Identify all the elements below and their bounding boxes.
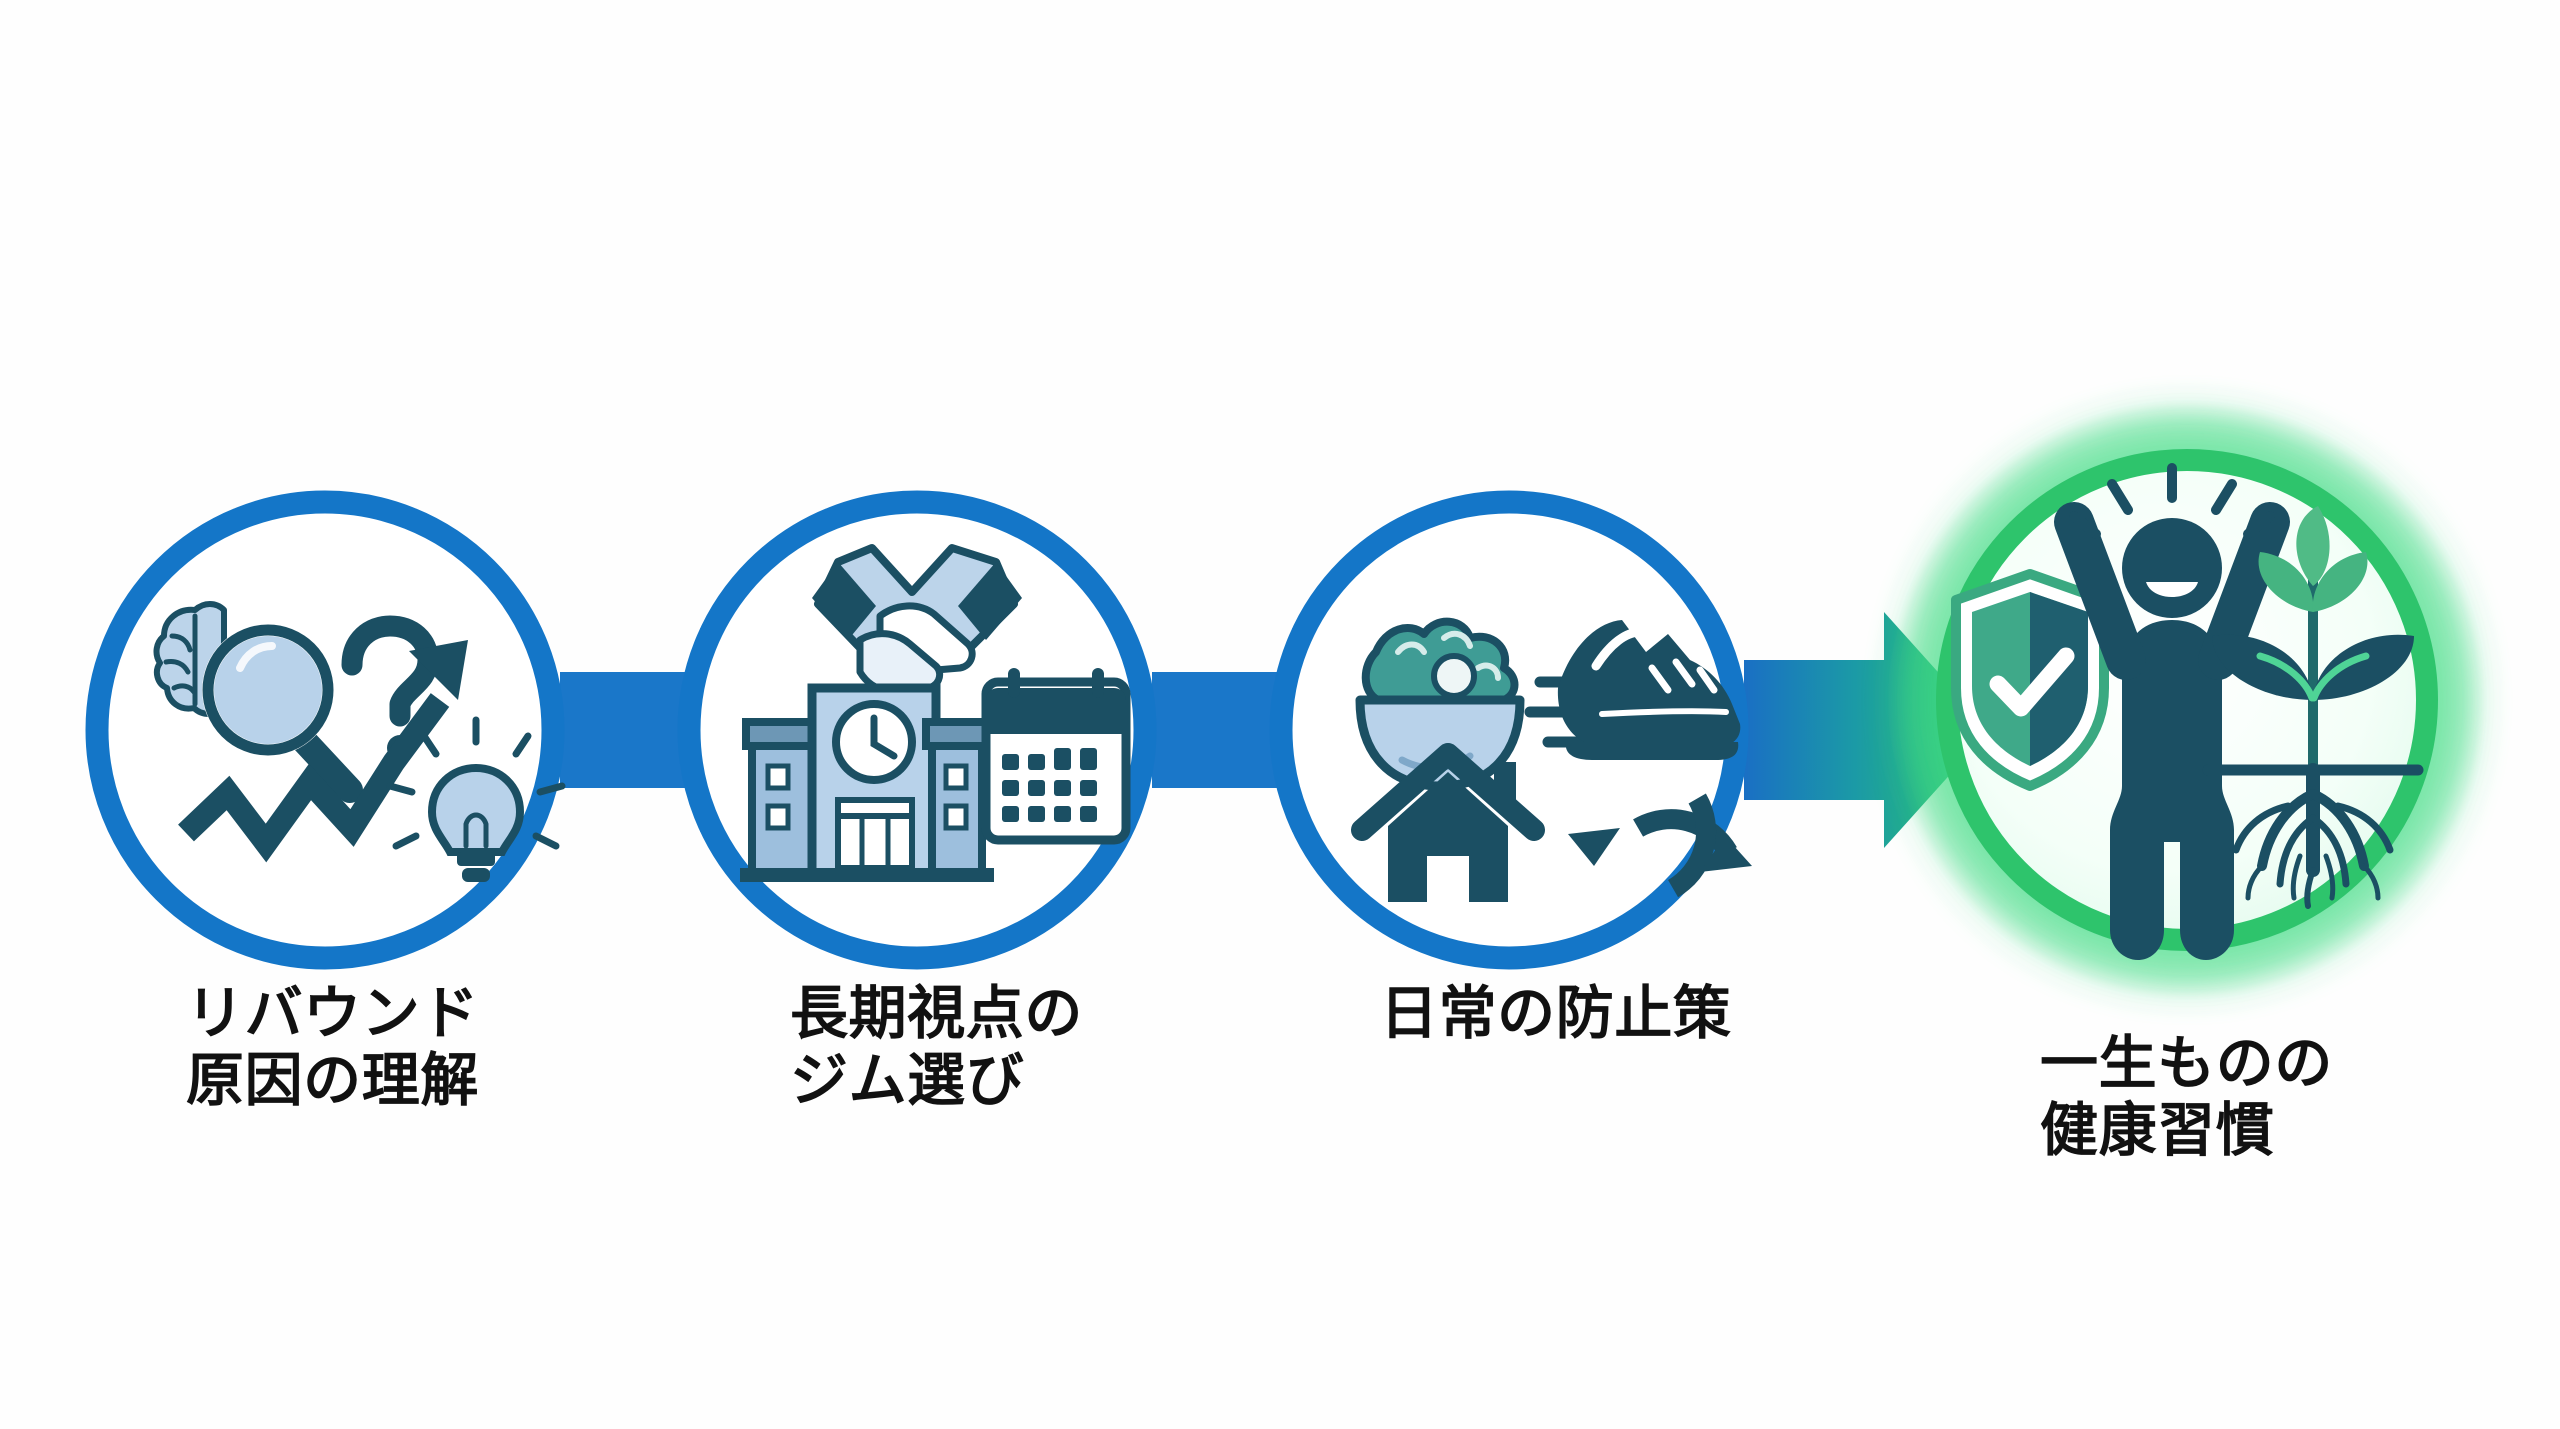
refresh-cycle-icon	[1568, 793, 1752, 898]
magnifying-glass-icon	[202, 624, 363, 803]
plant-with-roots-icon	[2202, 506, 2424, 909]
gym-building-icon	[740, 683, 994, 882]
step-4-node[interactable]	[1936, 449, 2438, 960]
step-3-node[interactable]	[1269, 490, 1752, 970]
running-shoe-icon	[1557, 620, 1741, 760]
step-2-label: 長期視点の ジム選び	[790, 979, 1083, 1115]
step-1-ring	[85, 490, 565, 970]
step-1-label: リバウンド 原因の理解	[186, 979, 479, 1115]
trend-arrow-up-icon	[178, 640, 468, 863]
lightbulb-icon	[386, 716, 566, 882]
calendar-icon	[981, 668, 1131, 845]
step-1-node[interactable]	[85, 490, 566, 970]
handshake-icon	[812, 544, 1022, 694]
step-4-label: 一生ものの 健康習慣	[2040, 1029, 2333, 1165]
house-icon	[1351, 743, 1545, 902]
step-2-node[interactable]	[677, 490, 1157, 970]
clock-icon	[832, 700, 916, 784]
shield-check-icon	[1951, 569, 2109, 791]
celebrating-person-icon	[2054, 463, 2290, 960]
step-3-label: 日常の防止策	[1380, 979, 1732, 1047]
